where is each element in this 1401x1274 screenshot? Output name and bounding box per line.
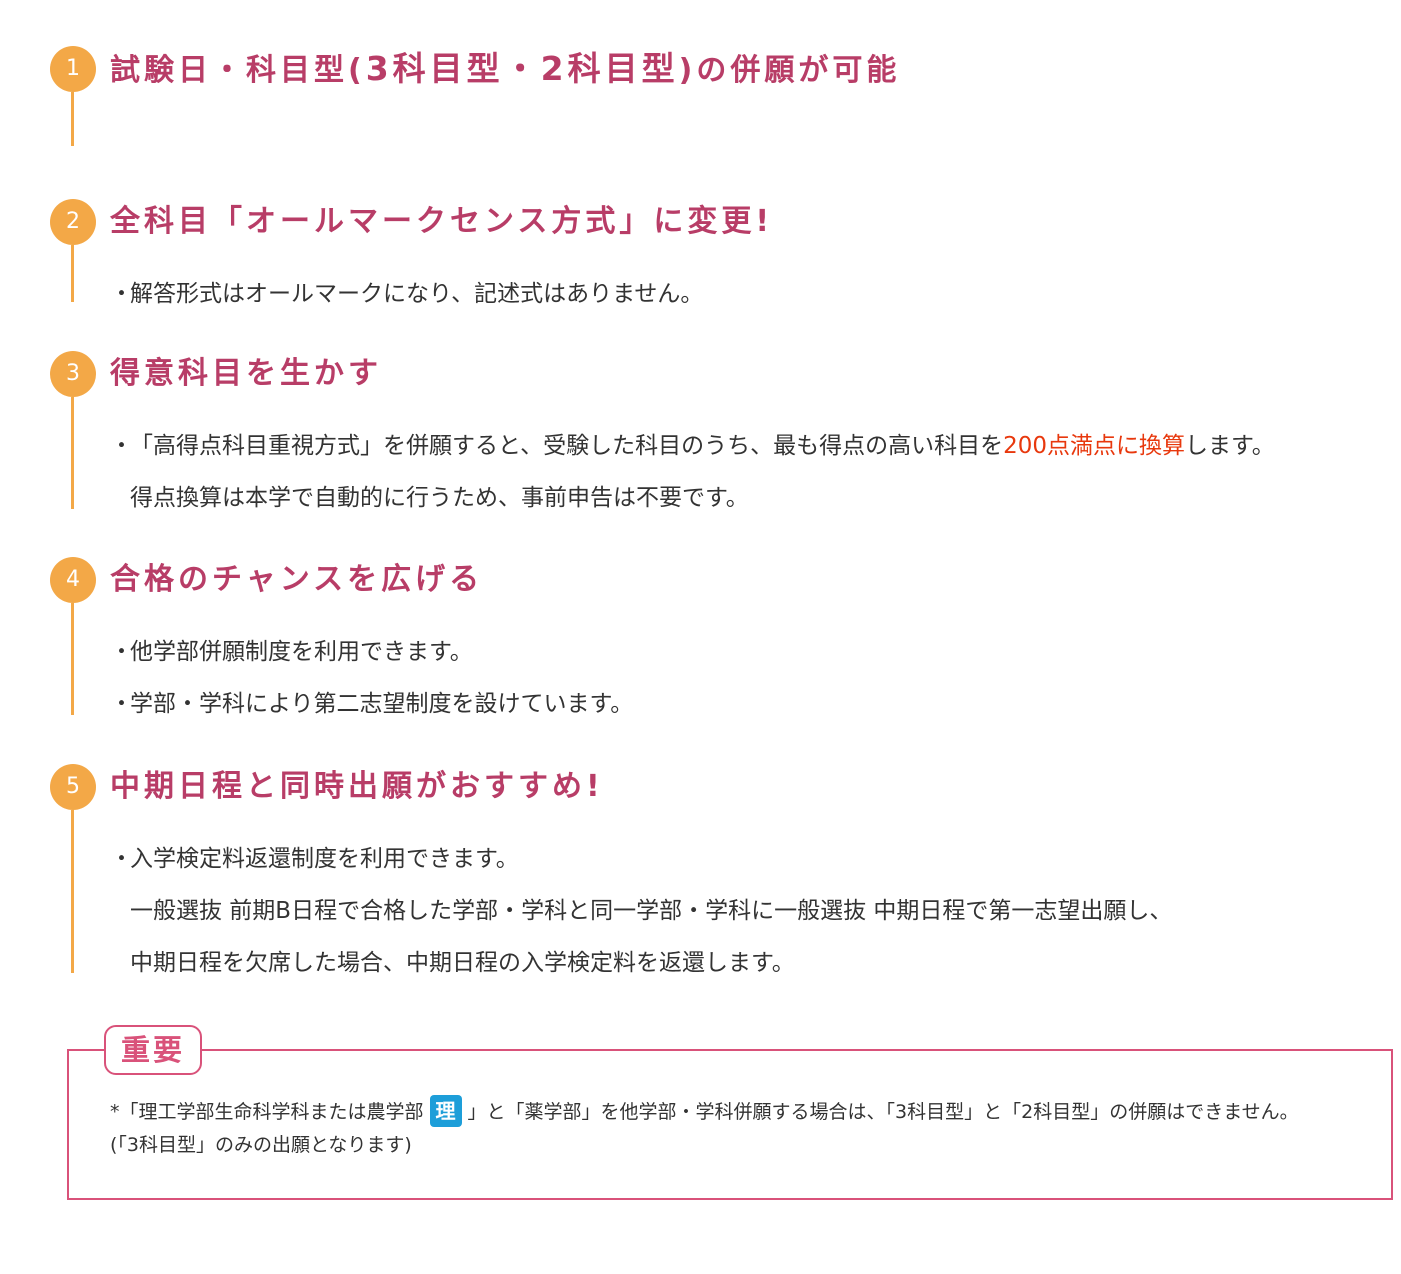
important-label: 重要 xyxy=(104,1025,202,1075)
section-bar xyxy=(71,810,74,973)
section-title: 合格のチャンスを広げる xyxy=(110,562,484,597)
list-item: ・解答形式はオールマークになり、記述式はありません。 xyxy=(110,281,704,307)
important-notice-box xyxy=(67,1049,1393,1200)
section-body: ・「高得点科目重視方式」を併願すると、受験した科目のうち、最も得点の高い科目を2… xyxy=(110,420,1275,524)
section-body: ・入学検定料返還制度を利用できます。 一般選抜 前期B日程で合格した学部・学科と… xyxy=(110,833,1172,989)
list-item: ・「高得点科目重視方式」を併願すると、受験した科目のうち、最も得点の高い科目を2… xyxy=(110,433,1275,459)
section-bar xyxy=(71,245,74,302)
section-bar xyxy=(71,603,74,715)
section-title: 試験日・科目型(3科目型・2科目型)の併願が可能 xyxy=(110,49,901,88)
section-4: 4 合格のチャンスを広げる ・他学部併願制度を利用できます。 ・学部・学科により… xyxy=(50,557,1395,717)
section-number: 4 xyxy=(50,557,96,603)
section-number: 5 xyxy=(50,764,96,810)
list-item: 得点換算は本学で自動的に行うため、事前申告は不要です。 xyxy=(130,485,749,511)
section-title: 中期日程と同時出願がおすすめ! xyxy=(110,769,604,804)
section-title: 得意科目を生かす xyxy=(110,356,382,391)
section-body: ・解答形式はオールマークになり、記述式はありません。 xyxy=(110,268,703,320)
note-line: (「3科目型」のみの出願となります) xyxy=(110,1134,412,1156)
science-badge-icon: 理 xyxy=(429,1094,462,1127)
section-2: 2 全科目「オールマークセンス方式」に変更! ・解答形式はオールマークになり、記… xyxy=(50,199,1395,307)
list-item: ・他学部併願制度を利用できます。 xyxy=(110,639,473,665)
note-line: *「理工学部生命科学科または農学部理」と「薬学部」を他学部・学科併願する場合は、… xyxy=(110,1094,1299,1129)
highlight-text: 200点満点に換算 xyxy=(1003,433,1185,459)
list-item: 中期日程を欠席した場合、中期日程の入学検定料を返還します。 xyxy=(130,950,795,976)
section-3: 3 得意科目を生かす ・「高得点科目重視方式」を併願すると、受験した科目のうち、… xyxy=(50,351,1395,511)
section-title: 全科目「オールマークセンス方式」に変更! xyxy=(110,204,774,239)
section-number: 1 xyxy=(50,46,96,92)
important-note: *「理工学部生命科学科または農学部理」と「薬学部」を他学部・学科併願する場合は、… xyxy=(110,1094,1299,1162)
section-5: 5 中期日程と同時出願がおすすめ! ・入学検定料返還制度を利用できます。 一般選… xyxy=(50,764,1395,976)
section-bar xyxy=(71,397,74,509)
section-body: ・他学部併願制度を利用できます。 ・学部・学科により第二志望制度を設けています。 xyxy=(110,626,633,730)
section-number: 2 xyxy=(50,199,96,245)
list-item: ・入学検定料返還制度を利用できます。 xyxy=(110,846,519,872)
list-item: ・学部・学科により第二志望制度を設けています。 xyxy=(110,691,634,717)
list-item: 一般選抜 前期B日程で合格した学部・学科と同一学部・学科に一般選抜 中期日程で第… xyxy=(130,898,1173,924)
section-bar xyxy=(71,92,74,146)
section-number: 3 xyxy=(50,351,96,397)
section-1: 1 試験日・科目型(3科目型・2科目型)の併願が可能 xyxy=(50,46,1395,146)
